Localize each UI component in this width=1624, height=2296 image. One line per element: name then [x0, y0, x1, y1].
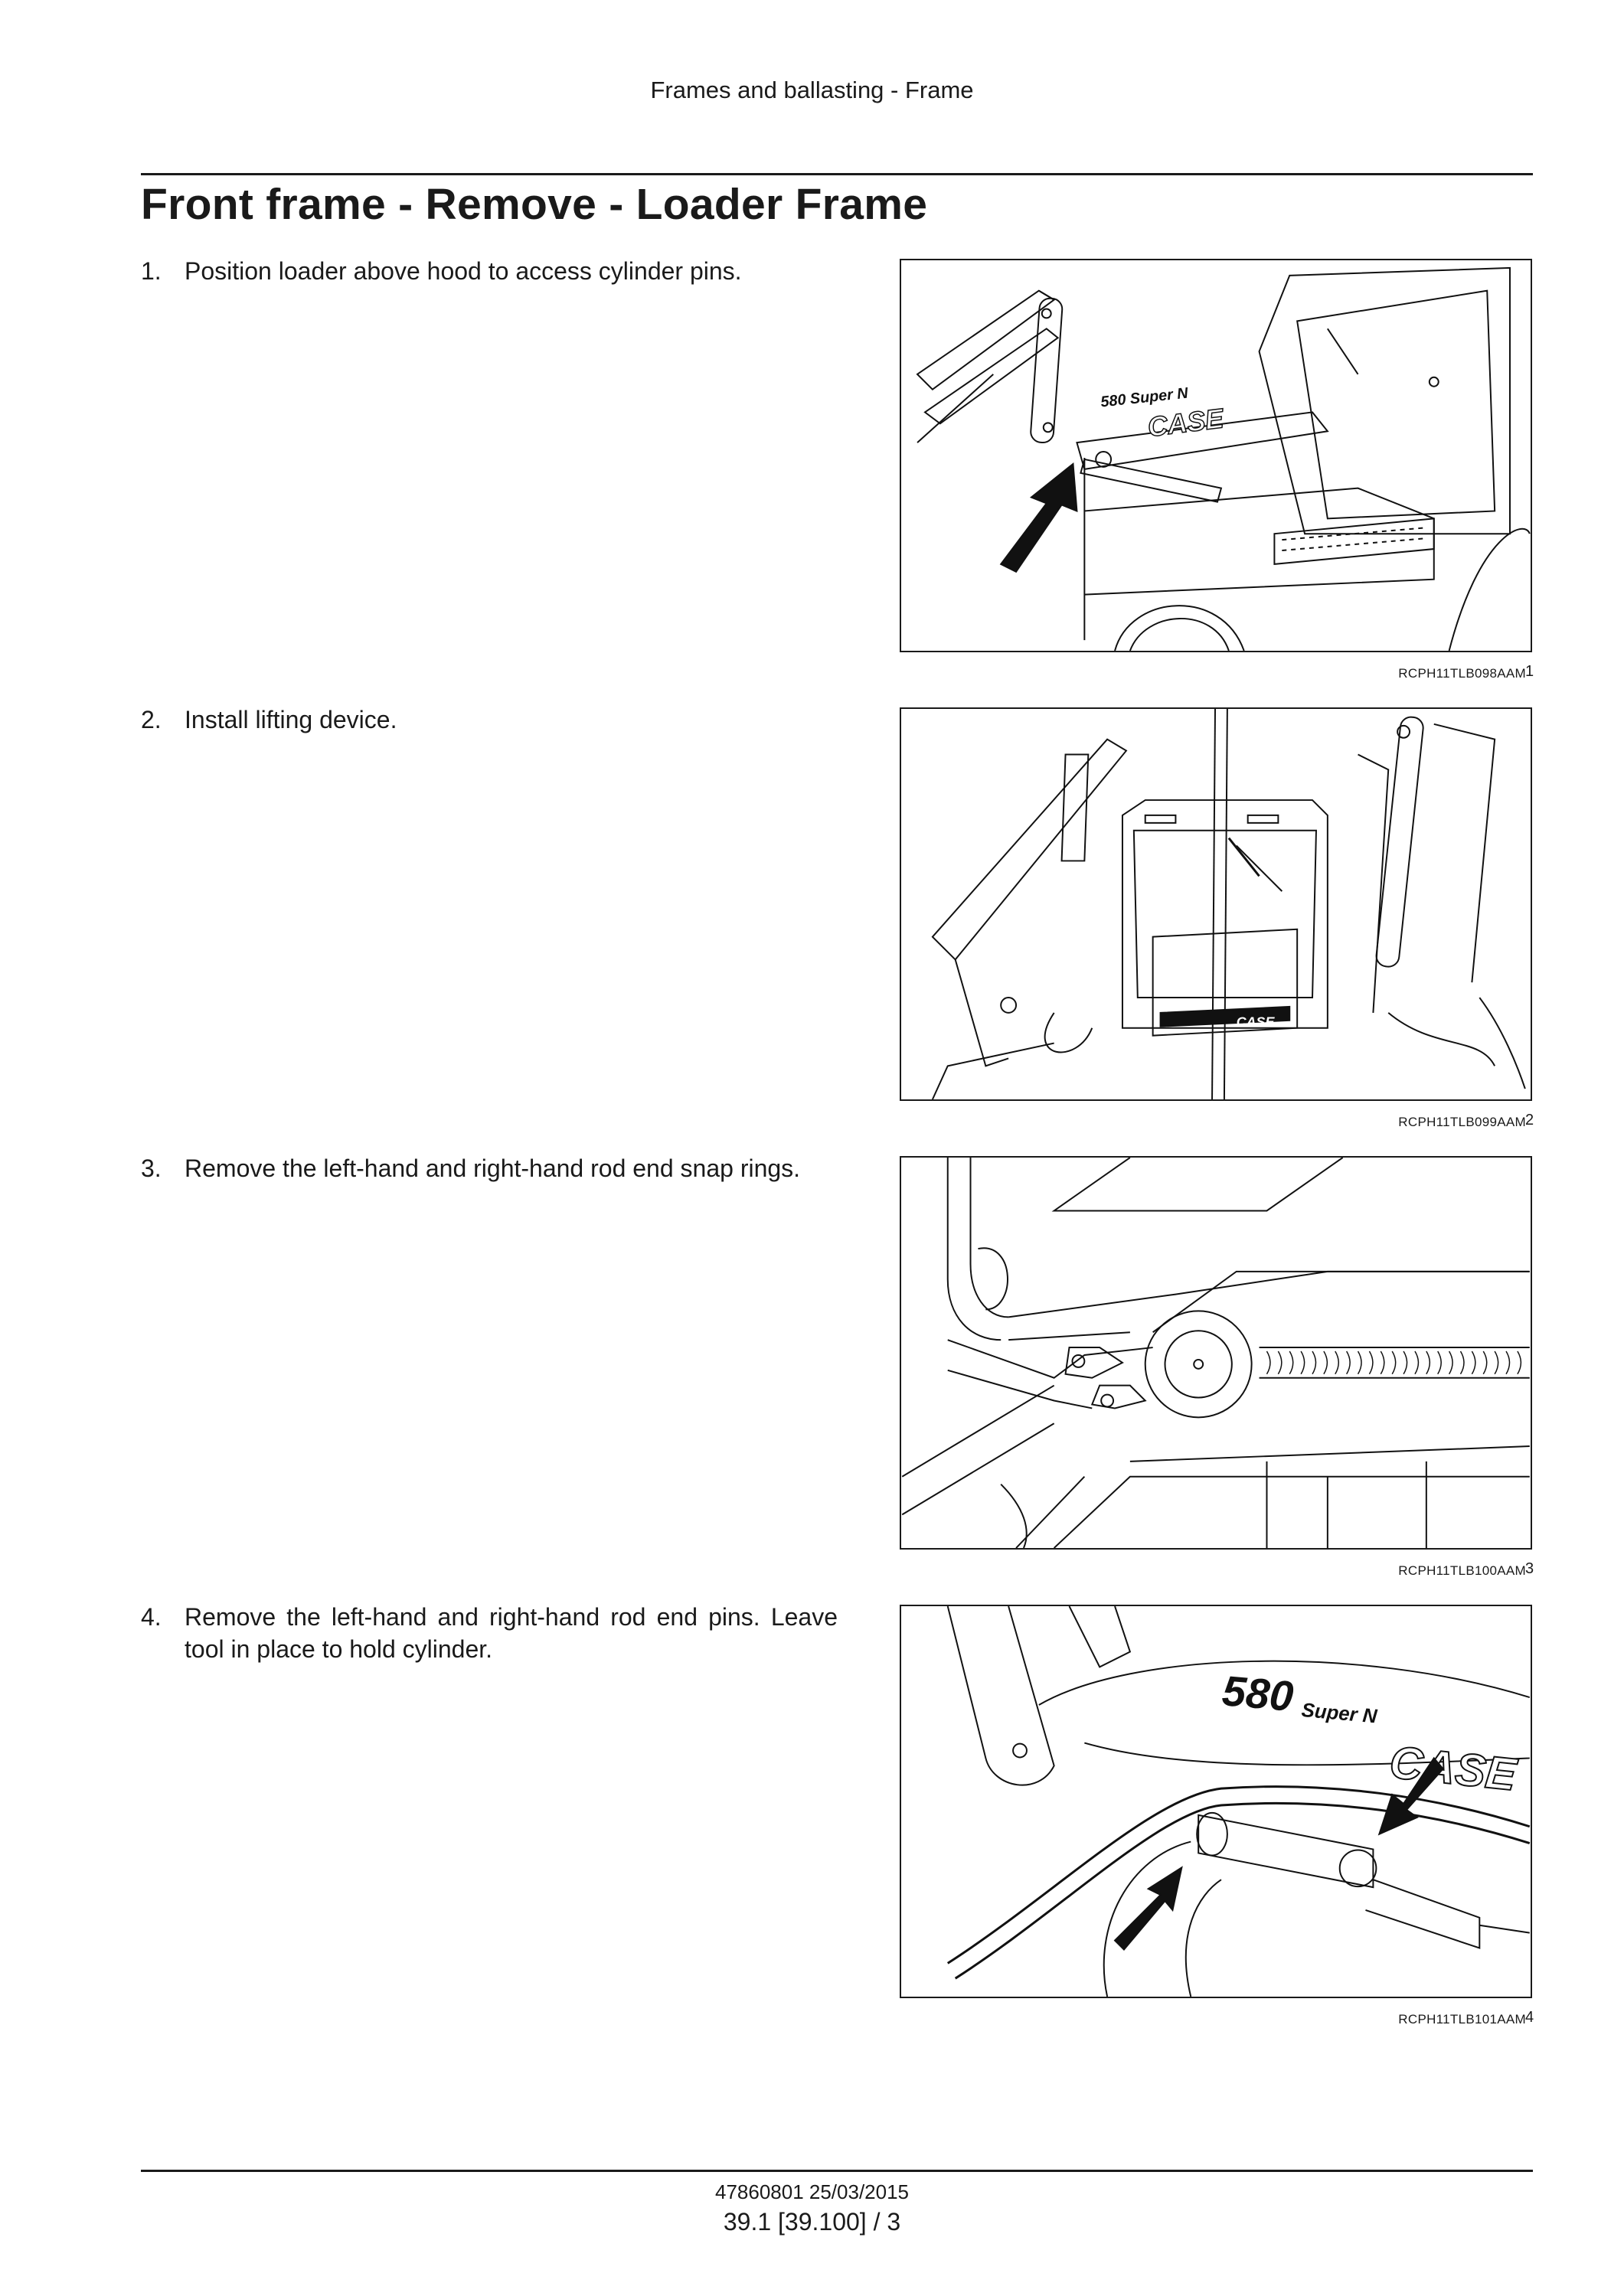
figure-4-caption: RCPH11TLB101AAM — [1398, 2012, 1526, 2027]
figure-4-model-number: 580 — [1220, 1667, 1296, 1720]
step-number: 1. — [141, 257, 162, 285]
footer-rule — [141, 2170, 1533, 2172]
step-number: 3. — [141, 1155, 162, 1182]
step-1: 1. Position loader above hood to access … — [141, 255, 838, 287]
page-reference: 39.1 [39.100] / 3 — [723, 2208, 901, 2236]
figure-3-caption: RCPH11TLB100AAM — [1398, 1563, 1526, 1578]
figure-3-number: 3 — [1525, 1560, 1534, 1577]
page-title: Front frame - Remove - Loader Frame — [141, 180, 928, 229]
figure-4-number: 4 — [1525, 2009, 1534, 2026]
figure-4-rod-end-pins: 580 Super N CASE — [900, 1605, 1532, 1998]
figure-2-illustration: CASE — [931, 709, 1526, 1099]
step-number: 4. — [141, 1603, 162, 1631]
document-reference: 47860801 25/03/2015 — [714, 2180, 910, 2203]
step-text: Position loader above hood to access cyl… — [185, 257, 742, 285]
running-header: Frames and ballasting - Frame — [650, 77, 974, 103]
figure-2-number: 2 — [1525, 1112, 1534, 1128]
figure-2-brand-label: CASE — [1237, 1014, 1276, 1030]
step-number: 2. — [141, 706, 162, 733]
step-text: Remove the left-hand and right-hand rod … — [185, 1155, 801, 1182]
step-4: 4. Remove the left-hand and right-hand r… — [141, 1601, 838, 1665]
figure-1-caption: RCPH11TLB098AAM — [1398, 666, 1526, 681]
figure-4-illustration: 580 Super N CASE — [946, 1606, 1531, 1997]
figure-4-brand-label: CASE — [1387, 1736, 1521, 1801]
step-2: 2. Install lifting device. — [141, 704, 838, 736]
figure-1-model-label: 580 Super N — [1100, 385, 1189, 411]
header-rule — [141, 173, 1533, 175]
figure-2-caption: RCPH11TLB099AAM — [1398, 1115, 1526, 1129]
figure-1-illustration: 580 Super N CASE — [916, 266, 1531, 651]
figure-3-snap-rings — [900, 1156, 1532, 1550]
figure-4-model-suffix: Super N — [1301, 1700, 1379, 1728]
figure-1-number: 1 — [1525, 663, 1534, 680]
figure-2-lifting-device: CASE — [900, 707, 1532, 1101]
step-text: Install lifting device. — [185, 706, 397, 733]
step-3: 3. Remove the left-hand and right-hand r… — [141, 1152, 838, 1184]
step-text: Remove the left-hand and right-hand rod … — [185, 1603, 838, 1663]
figure-1-loader-above-hood: 580 Super N CASE — [900, 259, 1532, 652]
figure-1-brand-label: CASE — [1146, 403, 1227, 443]
figure-3-illustration — [901, 1158, 1530, 1548]
